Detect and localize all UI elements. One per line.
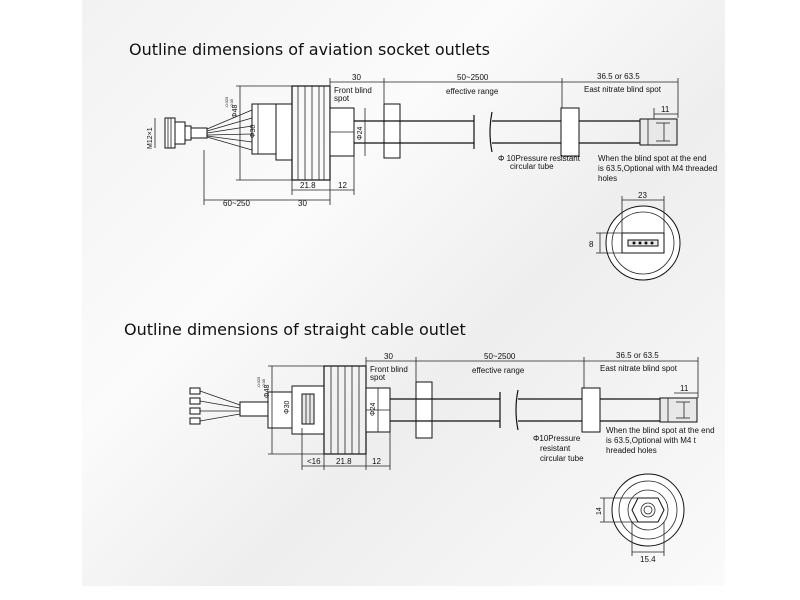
end-view-bottom [600, 473, 685, 556]
dimension-lines-2 [268, 357, 699, 470]
cable-wires [189, 387, 269, 425]
flange-2 [323, 365, 367, 455]
dim-12: 12 [338, 181, 347, 190]
end-view-top [596, 196, 681, 281]
front-blind-label-b2: spot [370, 373, 386, 382]
front-blind-label: Front blind [334, 86, 372, 95]
dim-end-2: 36.5 or 63.5 [616, 351, 659, 360]
pressure-tube-2 [390, 387, 698, 433]
note-line-2: is 63.5,Optional with M4 threaded [598, 164, 717, 173]
dim-11: 11 [661, 105, 670, 114]
front-blind-label-2: spot [334, 94, 350, 103]
dim-bottom-30: 30 [298, 199, 307, 208]
end-view-14: 14 [596, 507, 603, 515]
note-b-line-3: hreaded holes [606, 446, 657, 455]
tube-label-2: circular tube [510, 162, 554, 171]
tube-label-b3: circular tube [540, 454, 584, 463]
end-view-23: 23 [638, 191, 647, 200]
cable-gland [267, 385, 325, 435]
effective-range-label: effective range [446, 87, 499, 96]
pressure-tube [354, 107, 678, 157]
dimension-lines [154, 78, 679, 205]
front-blind-label-b: Front blind [370, 365, 408, 374]
note-line-3: holes [598, 174, 617, 183]
phi24-label-2: Φ24 [370, 403, 377, 416]
cable-bundle [190, 109, 253, 151]
phi24-label: Φ24 [357, 127, 364, 140]
dim-60-250: 60~250 [223, 199, 250, 208]
tube-label-b2: resistant [540, 444, 571, 453]
east-nitrate-label: East nitrate blind spot [584, 85, 662, 94]
east-nitrate-label-2: East nitrate blind spot [600, 364, 678, 373]
dim-16: <16 [307, 457, 321, 466]
dim-top-30: 30 [352, 73, 361, 82]
end-view-15: 15.4 [640, 555, 656, 564]
tol-48-a-2: -0.025 [256, 376, 261, 388]
tube-label-1: Φ 10Pressure resistant [498, 154, 581, 163]
straight-drawing: 30 Front blind spot 50~2500 effective ra… [189, 351, 715, 564]
dim-11-2: 11 [680, 384, 689, 393]
dim-top-30-2: 30 [384, 352, 393, 361]
flange [275, 85, 331, 181]
end-view-8: 8 [589, 240, 594, 249]
tol-48-a: -0.025 [224, 96, 229, 108]
phi48-label: Φ48 [232, 105, 239, 118]
aviation-plug [164, 117, 192, 149]
tol-48-b: -0.05 [229, 98, 234, 108]
dim-effective: 50~2500 [457, 73, 489, 82]
dim-effective-2: 50~2500 [484, 352, 516, 361]
dim-21-2: 21.8 [336, 457, 352, 466]
phi30-label-2: Φ30 [284, 401, 291, 414]
float-collar [383, 103, 401, 159]
heading-straight: Outline dimensions of straight cable out… [124, 320, 466, 339]
tube-label-b1: Φ10Pressure [533, 434, 581, 443]
dim-end: 36.5 or 63.5 [597, 72, 640, 81]
note-b-line-2: is 63.5,Optional with M4 t [606, 436, 697, 445]
note-line-1: When the blind spot at the end [598, 154, 707, 163]
m12-label: M12×1 [147, 127, 154, 149]
note-b-line-1: When the blind spot at the end [606, 426, 715, 435]
dim-12-2: 12 [372, 457, 381, 466]
tol-48-b-2: -0.05 [261, 378, 266, 388]
heading-aviation: Outline dimensions of aviation socket ou… [129, 40, 490, 59]
effective-range-label-2: effective range [472, 366, 525, 375]
phi48-label-2: Φ48 [264, 385, 271, 398]
phi30-label: Φ30 [250, 125, 257, 138]
dim-21: 21.8 [300, 181, 316, 190]
float-collar-2 [415, 381, 433, 439]
drawing-sheet [82, 0, 725, 586]
aviation-drawing: 30 Front blind spot 50~2500 effective ra… [147, 72, 717, 281]
